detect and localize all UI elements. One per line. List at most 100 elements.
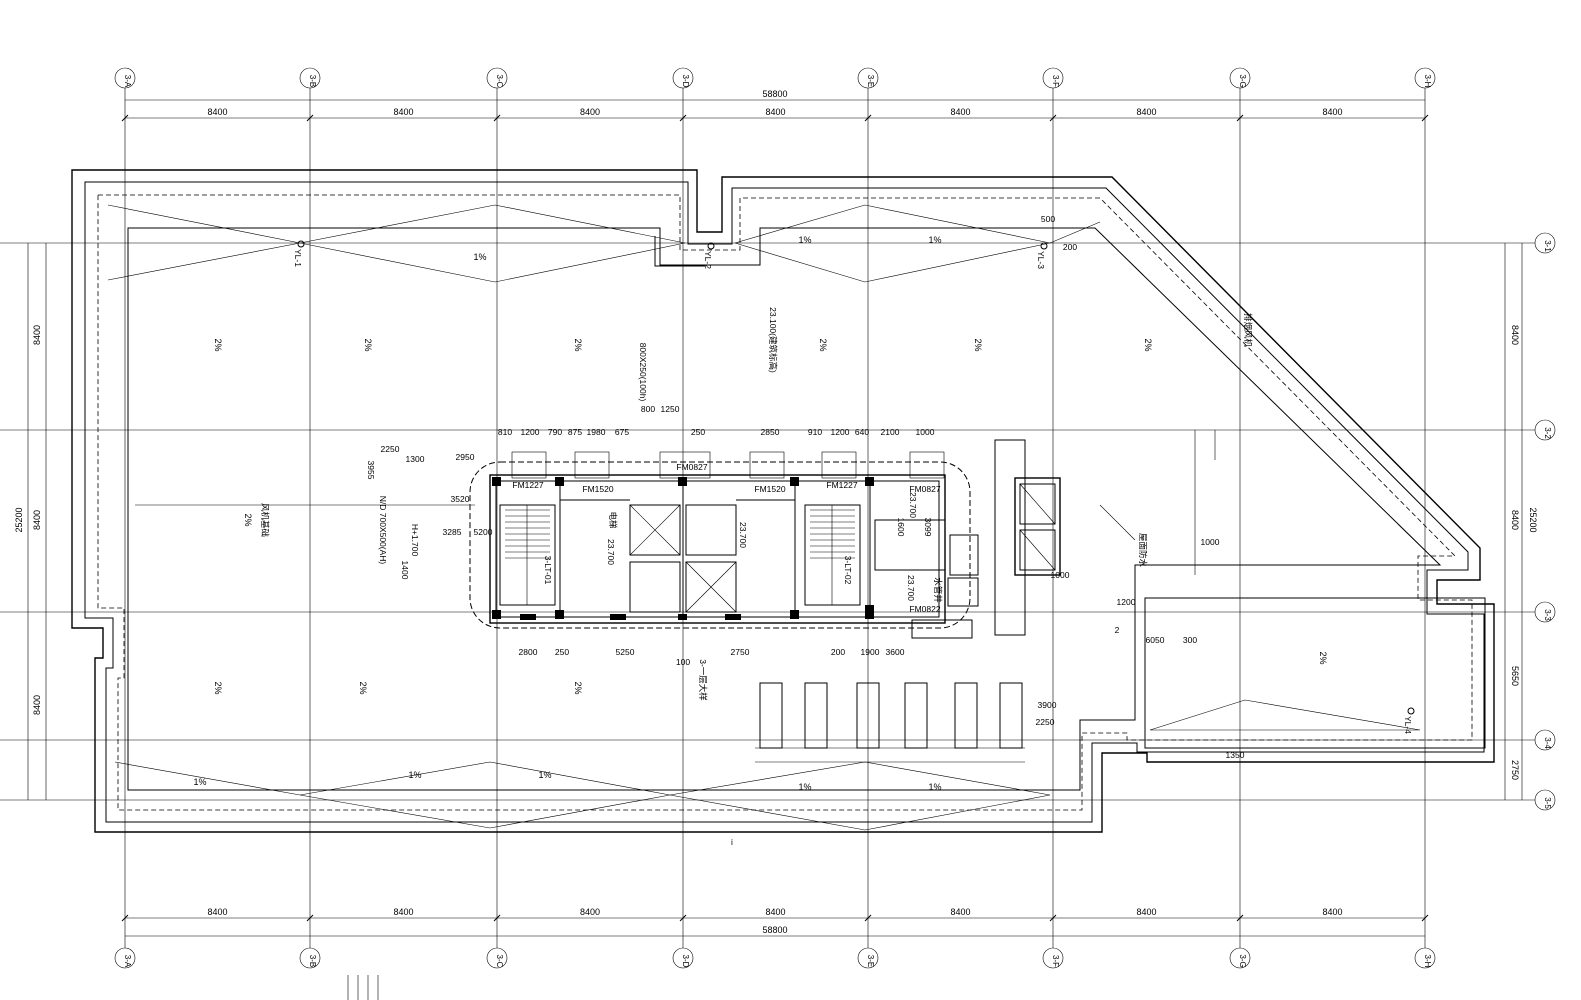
left-dim-3: 8400 bbox=[32, 695, 42, 715]
span-dim-bottom: 8400 bbox=[1136, 907, 1156, 917]
grid-bubble-bottom bbox=[486, 947, 508, 969]
slope-label: 2% bbox=[1318, 651, 1328, 664]
slope-label: 2% bbox=[358, 681, 368, 694]
door-label: FM1227 bbox=[512, 480, 543, 490]
dimension-label: 2750 bbox=[731, 647, 750, 657]
slope-label: 1% bbox=[193, 777, 206, 787]
grid-bubble-bottom bbox=[857, 947, 879, 969]
grid-label-top: 3-G bbox=[1238, 74, 1247, 87]
right-dim-2: 8400 bbox=[1510, 510, 1520, 530]
dimension-label: 200 bbox=[831, 647, 845, 657]
span-dim-bottom: 8400 bbox=[765, 907, 785, 917]
dimension-label: 790 bbox=[548, 427, 562, 437]
misc-label: 排烟风机 bbox=[1243, 313, 1253, 348]
roof-drain-icon bbox=[707, 242, 715, 250]
grid-bubble-top bbox=[1414, 67, 1436, 89]
slope-label: 1% bbox=[798, 782, 811, 792]
grid-bubble-bottom bbox=[1042, 947, 1064, 969]
grid-label-bottom: 3-D bbox=[681, 955, 690, 968]
grid-bubble-bottom bbox=[672, 947, 694, 969]
grid-bubble-bottom bbox=[114, 947, 136, 969]
grid-bubble-top bbox=[114, 67, 136, 89]
slope-label: 1% bbox=[473, 252, 486, 262]
elevation-label: 23.700 bbox=[738, 522, 748, 548]
drain-label: YL-4 bbox=[1403, 716, 1413, 734]
overall-width-bottom: 58800 bbox=[762, 925, 787, 935]
grid-label-top: 3-F bbox=[1051, 75, 1060, 87]
elevation-label: 23.700 bbox=[606, 539, 616, 565]
dimension-label: 100 bbox=[676, 657, 690, 667]
misc-label: 500 bbox=[1041, 214, 1055, 224]
grid-label-top: 3-A bbox=[123, 75, 132, 88]
dimension-label: 810 bbox=[498, 427, 512, 437]
dimension-label: 875 bbox=[568, 427, 582, 437]
span-dim-top: 8400 bbox=[1136, 107, 1156, 117]
dimension-label: 1200 bbox=[521, 427, 540, 437]
right-dim-1: 8400 bbox=[1510, 325, 1520, 345]
dimension-label: 1250 bbox=[661, 404, 680, 414]
slope-label: 2% bbox=[573, 681, 583, 694]
grid-bubble-right bbox=[1534, 601, 1556, 623]
elevation-label: 23.100(建筑标高) bbox=[768, 307, 778, 373]
dimension-label: 3099 bbox=[923, 518, 933, 537]
grid-bubble-top bbox=[672, 67, 694, 89]
left-dim-2: 8400 bbox=[32, 510, 42, 530]
grid-label-top: 3-E bbox=[866, 75, 875, 87]
dimension-label: 2800 bbox=[519, 647, 538, 657]
door-label: FM1227 bbox=[826, 480, 857, 490]
dimension-label: 1980 bbox=[587, 427, 606, 437]
slope-label: 2% bbox=[818, 338, 828, 351]
dimension-label: 2850 bbox=[761, 427, 780, 437]
span-dim-top: 8400 bbox=[393, 107, 413, 117]
drain-label: YL-3 bbox=[1036, 251, 1046, 269]
misc-label: 3-LT-02 bbox=[843, 556, 853, 585]
slope-label: 2% bbox=[213, 338, 223, 351]
dimension-label: 3900 bbox=[1038, 700, 1057, 710]
dimension-label: 1000 bbox=[1201, 537, 1220, 547]
misc-label: N/D 700X500(AH) bbox=[378, 496, 388, 565]
grid-label-bottom: 3-G bbox=[1238, 954, 1247, 967]
exhaust-fan-units bbox=[1014, 477, 1061, 576]
elevation-label: 23.700 bbox=[908, 492, 918, 518]
grid-bubble-top bbox=[1229, 67, 1251, 89]
dimension-label: 6050 bbox=[1146, 635, 1165, 645]
grid-label-right: 3-2 bbox=[1543, 427, 1552, 439]
slope-label: 1% bbox=[408, 770, 421, 780]
annotations: 2%2%2%2%2%2%2%2%2%2%2%1%1%1%1%1%1%1%1%YL… bbox=[193, 214, 1415, 847]
dimension-label: 1350 bbox=[1226, 750, 1245, 760]
door-label: FM0822 bbox=[909, 604, 940, 614]
dimension-label: 300 bbox=[1183, 635, 1197, 645]
grid-label-top: 3-B bbox=[308, 75, 317, 87]
misc-label: 800X250(100h) bbox=[638, 343, 648, 402]
right-annex bbox=[1144, 430, 1486, 749]
misc-label: 电梯 bbox=[608, 511, 618, 529]
grid-label-bottom: 3-B bbox=[308, 955, 317, 967]
grid-label-right: 3-3 bbox=[1543, 609, 1552, 621]
misc-label: i bbox=[731, 837, 733, 847]
grid-bubble-top bbox=[857, 67, 879, 89]
roof-drain-icon bbox=[1407, 707, 1415, 715]
misc-label: 1000 bbox=[1051, 570, 1070, 580]
left-dim-1: 8400 bbox=[32, 325, 42, 345]
grid-bubble-bottom bbox=[1229, 947, 1251, 969]
overall-height-right: 25200 bbox=[1528, 507, 1538, 532]
misc-label: H+1.700 bbox=[410, 524, 420, 557]
slope-label: 2% bbox=[573, 338, 583, 351]
equipment-pads bbox=[755, 682, 1025, 763]
slope-label: 2% bbox=[1143, 338, 1153, 351]
grid-label-right: 3-5 bbox=[1543, 797, 1552, 809]
roof-drain-icon bbox=[1040, 242, 1048, 250]
grid-label-bottom: 3-C bbox=[495, 955, 504, 968]
dimension-label: 2250 bbox=[1036, 717, 1055, 727]
elevator-shaft-4 bbox=[685, 561, 737, 613]
roof-slope-lines bbox=[107, 204, 1421, 831]
grid-axes: 3-A3-A3-B3-B3-C3-C3-D3-D3-E3-E3-F3-F3-G3… bbox=[0, 67, 1556, 969]
roof-drain-icon bbox=[297, 240, 305, 248]
misc-label: 200 bbox=[1063, 242, 1077, 252]
slope-label: 2% bbox=[243, 513, 253, 526]
misc-label: 3-LT-01 bbox=[543, 556, 553, 585]
span-dim-bottom: 8400 bbox=[950, 907, 970, 917]
dimension-label: 1900 bbox=[861, 647, 880, 657]
